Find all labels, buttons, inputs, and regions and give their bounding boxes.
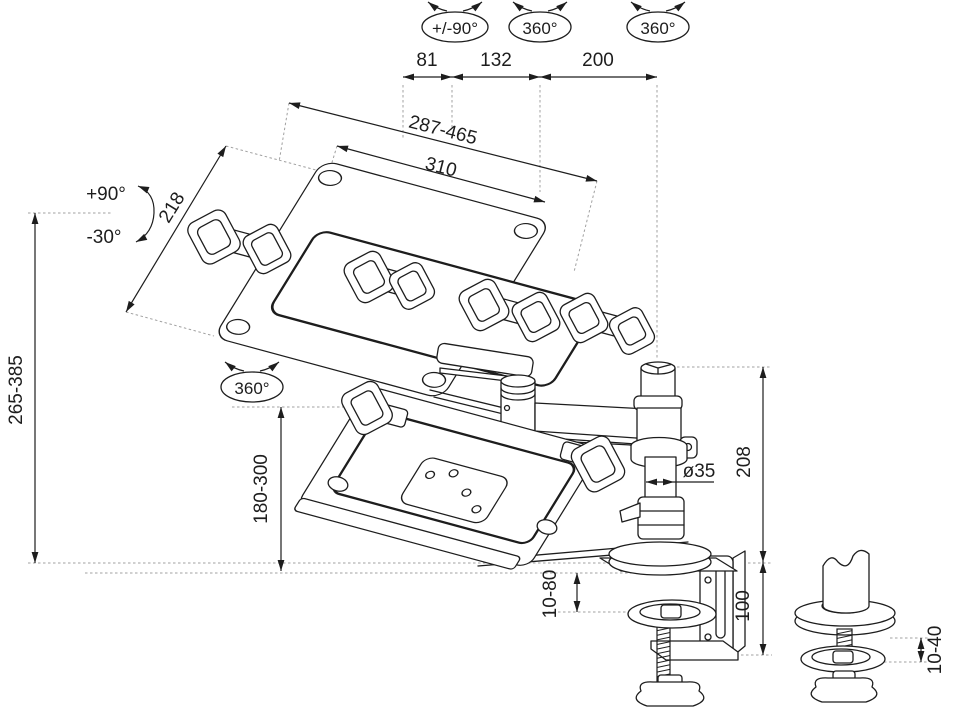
rotation-badge-tray: 360° — [220, 361, 284, 403]
dim-label-81: 81 — [416, 50, 437, 71]
artwork — [187, 162, 896, 707]
laptop-tray-upper — [187, 162, 656, 397]
tilt-label-up: +90° — [86, 184, 126, 205]
laptop-clamp-right-front — [559, 292, 656, 355]
dim-line-plate-width — [336, 145, 546, 203]
pole-cap-segments — [645, 363, 672, 375]
grommet-knob — [810, 670, 878, 703]
tilt-arc — [135, 185, 155, 243]
laptop-tray-lower — [294, 380, 689, 570]
dim-label-height-lower: 180-300 — [251, 454, 272, 524]
laptop-clamp-lower-left — [341, 380, 409, 436]
rotation-badge-arm: +/-90° — [421, 1, 489, 43]
dim-label-plate-width: 310 — [423, 153, 459, 181]
rotation-label-tray: 360° — [234, 379, 269, 398]
dim-label-clamp-height: 100 — [733, 590, 754, 622]
tilt-label-down: -30° — [86, 227, 121, 248]
laptop-clamp-right-rear — [458, 278, 561, 343]
clamp-jaw — [627, 599, 717, 629]
rotation-badge-elbow: 360° — [508, 1, 572, 43]
dim-label-pole-height: 208 — [734, 446, 755, 478]
dim-label-tray-width: 287-465 — [406, 112, 479, 150]
desk-clamp — [599, 541, 746, 707]
dim-label-pole-diameter: ø35 — [683, 461, 716, 482]
dim-label-200: 200 — [582, 50, 614, 71]
dim-label-tray-depth: 218 — [155, 189, 189, 227]
dim-line-tray-width — [288, 102, 598, 182]
rotation-badge-pole: 360° — [626, 1, 690, 43]
pole-diameter-annotation: ø35 — [646, 461, 716, 486]
grommet-mount-detail — [794, 549, 896, 703]
rotation-label-pole: 360° — [640, 19, 675, 38]
dim-label-grommet: 10-40 — [925, 626, 946, 675]
clamp-knob — [635, 674, 705, 707]
rotation-label-arm: +/-90° — [432, 19, 478, 38]
dim-line-tray-depth — [125, 145, 227, 313]
dim-label-desk-thickness: 10-80 — [540, 570, 561, 619]
pole — [619, 361, 698, 540]
laptop-clamp-lower-right — [559, 435, 626, 493]
dimension-chain-top: 81 132 200 — [403, 50, 657, 81]
dim-label-height-upper: 265-385 — [6, 355, 27, 425]
height-clamp-lever — [619, 496, 685, 540]
pole-stub — [822, 549, 870, 614]
laptop-clamp-left-rear — [187, 209, 292, 275]
tilt-annotation: +90° -30° — [86, 184, 155, 248]
laptop-clamp-left-front — [343, 250, 436, 310]
rotation-label-elbow: 360° — [522, 19, 557, 38]
dim-label-132: 132 — [480, 50, 512, 71]
grommet-ring — [800, 645, 886, 673]
